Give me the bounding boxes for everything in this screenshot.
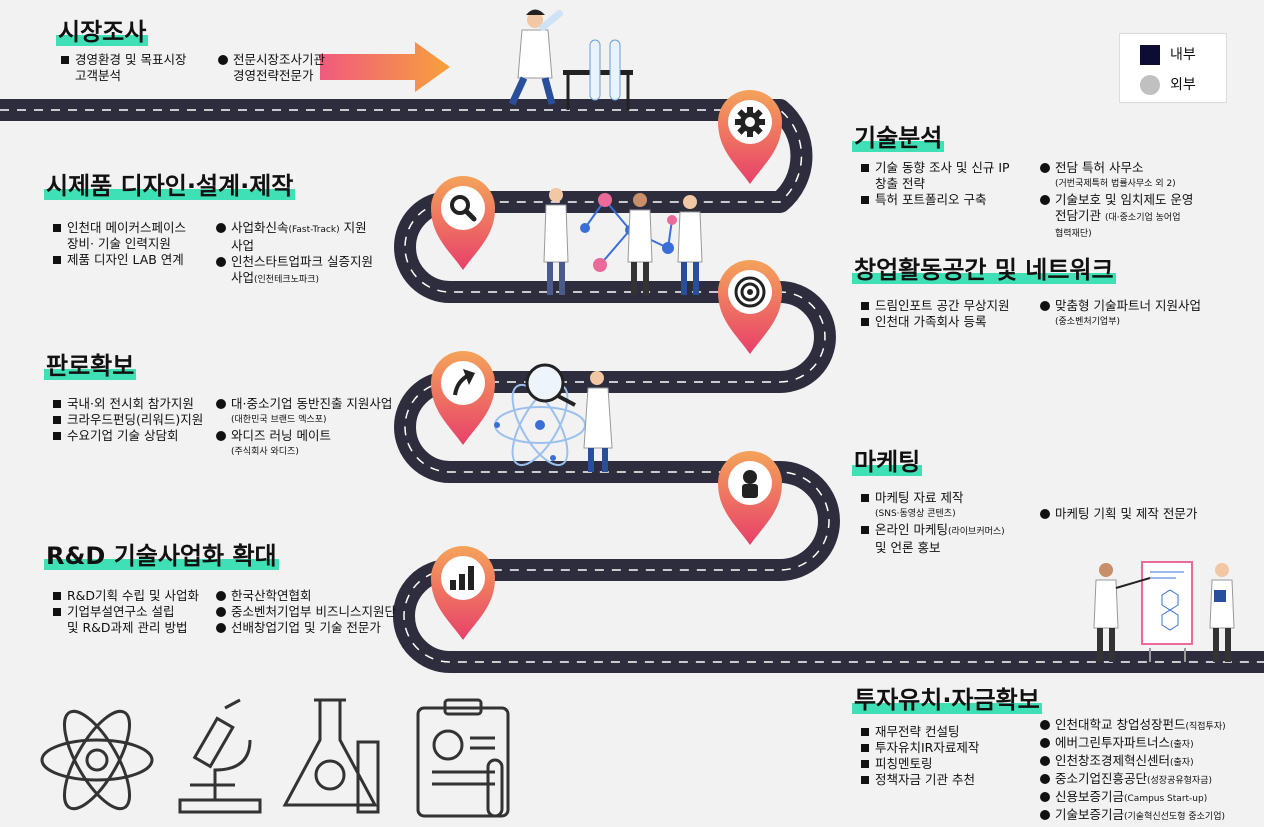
list-item: 인천대 가족회사 등록 [860,314,1009,330]
list-item: 신용보증기금(Campus Start-up) [1040,789,1226,807]
sales-title: 판로확보 [44,352,137,380]
marketing-title: 마케팅 [852,448,923,476]
pin-search [431,176,495,270]
pin-person [718,451,782,545]
legend-external-swatch [1140,75,1160,95]
list-item: 마케팅 기획 및 제작 전문가 [1040,506,1197,522]
list-item: 에버그린투자파트너스(출자) [1040,735,1226,753]
right-arrow-icon [320,42,450,92]
tech-title: 기술분석 [852,124,945,152]
list-item: 수요기업 기술 상담회 [52,428,203,444]
arrow-up-icon [453,369,475,396]
list-item: 재무전략 컨설팅 [860,724,979,740]
pin-chart [431,546,495,640]
bar-chart-icon [450,566,474,590]
list-item: 투자유치IR자료제작 [860,740,979,756]
list-item: 대·중소기업 동반진출 지원사업(대한민국 브랜드 엑스포) [216,396,392,428]
rnd-external-list: 한국산학연협회 중소벤처기업부 비즈니스지원단 선배창업기업 및 기술 전문가 [216,588,396,636]
list-item: 기술보증기금(기술혁신선도형 중소기업) [1040,807,1226,825]
list-item: 피칭멘토링 [860,756,979,772]
list-item: 국내·외 전시회 참가지원 [52,396,203,412]
invest-internal-list: 재무전략 컨설팅 투자유치IR자료제작 피칭멘토링 정책자금 기관 추천 [860,724,979,788]
list-item: R&D기획 수립 및 사업화 [52,588,199,604]
presentation-illustration [1093,561,1235,662]
microscope-icon [178,698,262,814]
market-title: 시장조사 [56,18,149,46]
invest-title: 투자유치·자금확보 [852,686,1042,714]
tech-external-list: 전담 특허 사무소(거번국제특허 법률사무소 외 2) 기술보호 및 임치제도 … [1040,160,1193,242]
list-item: 제품 디자인 LAB 연계 [52,252,186,268]
target-icon [734,276,766,308]
list-item: 선배창업기업 및 기술 전문가 [216,620,396,636]
list-item: 맞춤형 기술파트너 지원사업(중소벤처기업부) [1040,298,1201,330]
pin-target [718,260,782,354]
sales-external-list: 대·중소기업 동반진출 지원사업(대한민국 브랜드 엑스포) 와디즈 러닝 메이… [216,396,392,460]
space-external-list: 맞춤형 기술파트너 지원사업(중소벤처기업부) [1040,298,1201,330]
list-item: 특허 포트폴리오 구축 [860,192,1010,208]
list-item: 와디즈 러닝 메이트(주식회사 와디즈) [216,428,392,460]
legend: 내부 외부 [1119,33,1227,103]
list-item: 중소기업진흥공단(성장공유형자금) [1040,771,1226,789]
list-item: 정책자금 기관 추천 [860,772,979,788]
list-item: 드림인포트 공간 무상지원 [860,298,1009,314]
list-item: 한국산학연협회 [216,588,396,604]
marketing-external-list: 마케팅 기획 및 제작 전문가 [1040,506,1197,522]
atom-magnifier-illustration [494,363,613,472]
legend-internal: 내부 [1140,44,1196,65]
rnd-title: R&D 기술사업화 확대 [44,542,279,570]
scientists-molecule-illustration [543,188,703,295]
list-item: 온라인 마케팅(라이브커머스)및 언론 홍보 [860,522,1005,556]
list-item: 중소벤처기업부 비즈니스지원단 [216,604,396,620]
pin-arrow [431,351,495,445]
space-title: 창업활동공간 및 네트워크 [852,256,1116,284]
list-item: 마케팅 자료 제작(SNS·동영상 콘텐츠) [860,490,1005,522]
sales-internal-list: 국내·외 전시회 참가지원 크라우드펀딩(리워드)지원 수요기업 기술 상담회 [52,396,203,444]
scientist-illustration-top [508,9,633,110]
legend-internal-swatch [1140,45,1160,65]
pin-gear [718,90,782,184]
person-icon [742,470,758,498]
legend-external: 외부 [1140,74,1196,95]
marketing-internal-list: 마케팅 자료 제작(SNS·동영상 콘텐츠) 온라인 마케팅(라이브커머스)및 … [860,490,1005,556]
search-icon [450,195,477,222]
space-internal-list: 드림인포트 공간 무상지원 인천대 가족회사 등록 [860,298,1009,330]
list-item: 크라우드펀딩(리워드)지원 [52,412,203,428]
list-item: 전담 특허 사무소(거번국제특허 법률사무소 외 2) [1040,160,1193,192]
flask-icon [282,698,380,814]
prototype-title: 시제품 디자인·설계·제작 [44,172,296,200]
list-item: 인천대학교 창업성장펀드(직접투자) [1040,717,1226,735]
gear-icon [735,107,765,137]
list-item: 인천창조경제혁신센터(출자) [1040,753,1226,771]
clipboard-icon [416,698,510,818]
invest-external-list: 인천대학교 창업성장펀드(직접투자) 에버그린투자파트너스(출자) 인천창조경제… [1040,717,1226,825]
atom-icon [40,709,154,811]
